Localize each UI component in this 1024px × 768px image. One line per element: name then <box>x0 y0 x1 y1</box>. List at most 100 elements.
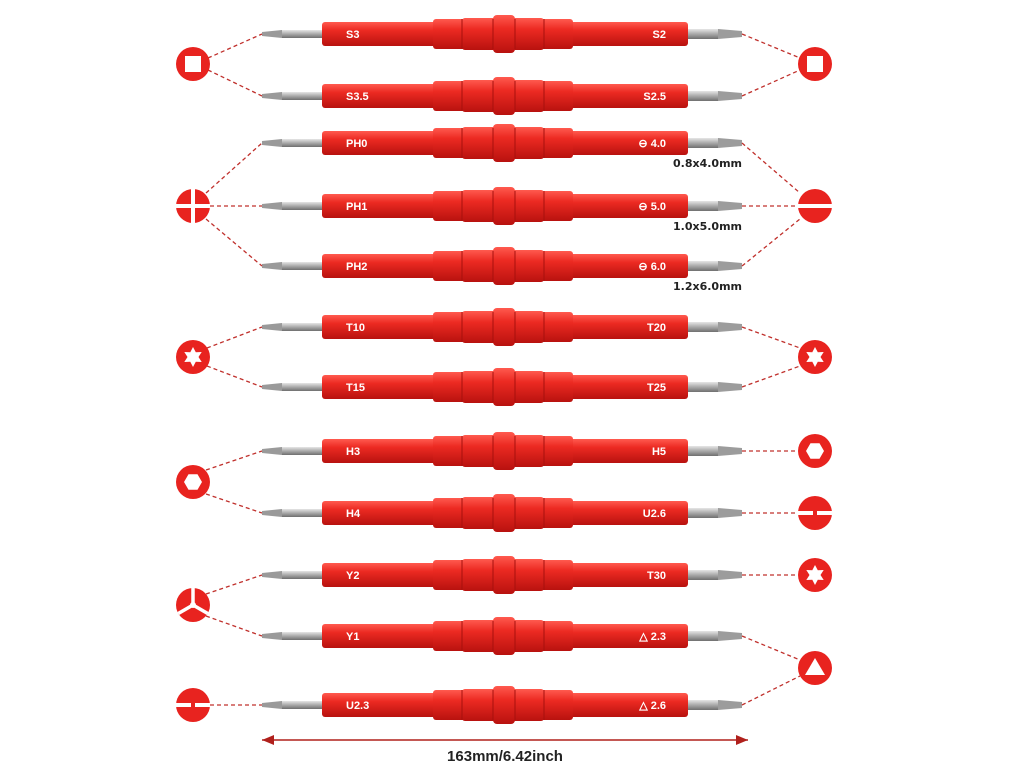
torx-star-icon <box>176 340 210 374</box>
bit-left-label: H4 <box>346 508 361 520</box>
right-shaft <box>686 29 718 39</box>
left-shaft <box>282 139 324 147</box>
right-tip <box>718 91 742 101</box>
bit-right-label: T30 <box>647 570 666 582</box>
left-shaft <box>282 92 324 100</box>
connector-line <box>206 365 263 388</box>
left-tip <box>262 323 282 331</box>
right-shaft <box>686 570 718 580</box>
square-icon <box>798 47 832 81</box>
bit-left-label: T15 <box>346 382 365 394</box>
screwdriver-bit: PH0⊖ 4.00.8x4.0mm <box>262 124 742 170</box>
bit-right-label: △ 2.3 <box>638 631 666 643</box>
left-tip <box>262 701 282 709</box>
right-shaft <box>686 91 718 101</box>
triangle-icon <box>798 651 832 685</box>
bit-left-label: PH0 <box>346 138 367 150</box>
bit-left-label: PH2 <box>346 261 367 273</box>
dimension-arrow: 163mm/6.42inch <box>262 735 748 765</box>
bit-right-symbol: △ <box>638 700 651 712</box>
screwdriver-bit: U2.3△ 2.6 <box>262 686 742 724</box>
spanner-u-icon <box>798 496 832 530</box>
handle-collar <box>493 686 515 724</box>
bit-right-value: T20 <box>647 322 666 334</box>
left-shaft <box>282 632 324 640</box>
bit-size-note: 1.2x6.0mm <box>673 280 742 293</box>
right-shaft <box>686 201 718 211</box>
connector-line <box>206 326 263 349</box>
bit-left-label: Y2 <box>346 570 359 582</box>
left-tip <box>262 30 282 38</box>
left-shaft <box>282 447 324 455</box>
right-shaft <box>686 446 718 456</box>
left-shaft <box>282 383 324 391</box>
right-shaft <box>686 382 718 392</box>
left-shaft <box>282 509 324 517</box>
bit-right-symbol: △ <box>638 631 651 643</box>
bit-right-label: U2.6 <box>643 508 666 520</box>
right-tip <box>718 508 742 518</box>
bit-left-label: U2.3 <box>346 700 369 712</box>
right-shaft <box>686 261 718 271</box>
right-tip <box>718 631 742 641</box>
hex-icon <box>176 465 210 499</box>
screwdriver-bit: T10 T20 <box>262 308 742 346</box>
connector-line <box>205 615 263 637</box>
connector-line <box>741 675 801 706</box>
connector-line <box>741 142 801 194</box>
left-tip <box>262 509 282 517</box>
right-tip <box>718 138 742 148</box>
right-shaft <box>686 322 718 332</box>
handle-collar <box>493 77 515 115</box>
bit-left-label: S3.5 <box>346 91 369 103</box>
bit-right-value: S2 <box>653 29 666 41</box>
right-shaft <box>686 508 718 518</box>
screwdriver-bit: H4 U2.6 <box>262 494 742 532</box>
square-icon <box>176 47 210 81</box>
screwdriver-bit: PH2 ⊖ 6.0 1.2x6.0mm <box>262 247 742 293</box>
right-tip <box>718 261 742 271</box>
tri-wing-icon <box>176 588 210 622</box>
handle-collar <box>493 15 515 53</box>
handle-collar <box>493 247 515 285</box>
connector-line <box>741 33 801 59</box>
bit-right-value: H5 <box>652 446 666 458</box>
handle-collar <box>493 617 515 655</box>
connector-line <box>741 326 801 349</box>
bit-left-label: H3 <box>346 446 360 458</box>
bit-right-value: U2.6 <box>643 508 666 520</box>
handle-collar <box>493 368 515 406</box>
bit-right-label: ⊖ 4.0 <box>638 138 666 150</box>
left-shaft <box>282 202 324 210</box>
bit-right-label: S2 <box>653 29 666 41</box>
right-tip <box>718 446 742 456</box>
left-tip <box>262 571 282 579</box>
bit-right-value: 4.0 <box>651 138 666 150</box>
left-shaft <box>282 30 324 38</box>
bit-left-label: Y1 <box>346 631 359 643</box>
right-shaft <box>686 138 718 148</box>
right-tip <box>718 322 742 332</box>
slotted-icon <box>798 189 832 223</box>
bit-right-label: T25 <box>647 382 666 394</box>
bit-right-label: S2.5 <box>643 91 666 103</box>
bit-right-value: T30 <box>647 570 666 582</box>
bit-right-symbol: ⊖ <box>638 261 650 273</box>
handle-collar <box>493 124 515 162</box>
left-shaft <box>282 262 324 270</box>
bit-left-label: T10 <box>346 322 365 334</box>
connector-line <box>741 218 801 267</box>
phillips-cross-icon <box>176 189 210 223</box>
handle-collar <box>493 432 515 470</box>
bit-right-value: 5.0 <box>651 201 666 213</box>
connector-line <box>205 142 263 194</box>
screwdriver-bit: Y1 △ 2.3 <box>262 617 742 655</box>
connector-line <box>205 450 263 471</box>
bit-right-value: 6.0 <box>651 261 666 273</box>
torx-star-icon <box>798 340 832 374</box>
bit-right-label: ⊖ 6.0 <box>638 261 666 273</box>
bit-right-label: T20 <box>647 322 666 334</box>
right-shaft <box>686 700 718 710</box>
